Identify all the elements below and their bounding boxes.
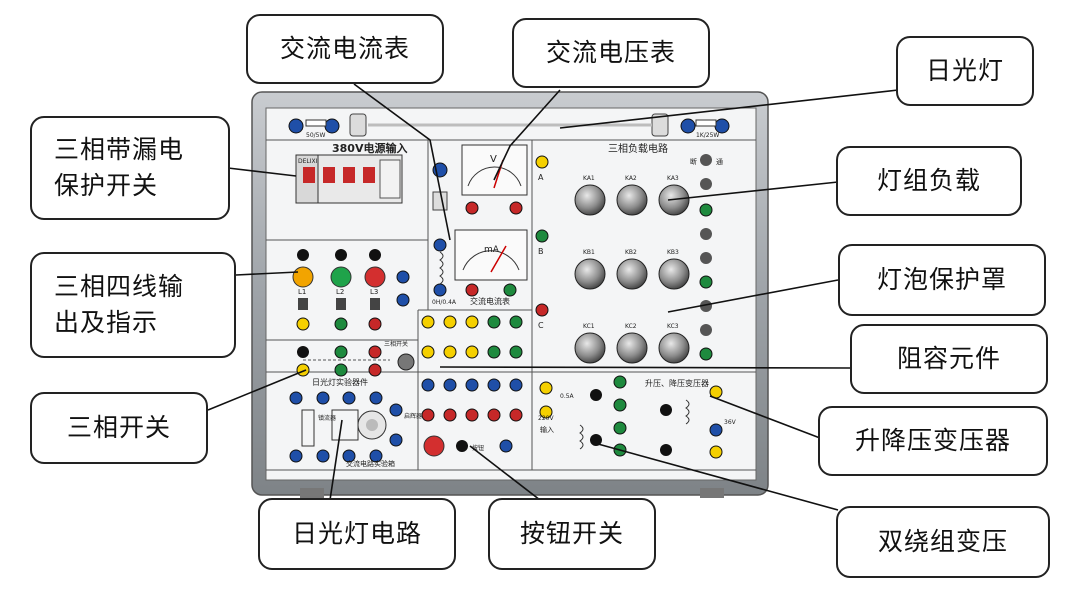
phase-terminal bbox=[535, 155, 549, 169]
lamp-label: KC2 bbox=[625, 323, 637, 330]
phase-label: C bbox=[538, 321, 544, 330]
phase-label: B bbox=[538, 247, 544, 256]
input-label: 输入 bbox=[540, 425, 554, 434]
ammeter-unit: mA bbox=[484, 245, 500, 255]
fluor-ballast: 镇流器 bbox=[318, 414, 336, 422]
push-button: 按钮 bbox=[423, 435, 513, 457]
lamp-bulb-guard bbox=[574, 258, 606, 290]
callout-push-button-text: 按钮开关 bbox=[519, 518, 624, 548]
panel-name: 交流电路实验箱 bbox=[346, 459, 395, 468]
phase-terminal bbox=[535, 229, 549, 243]
callout-dual-winding-text: 双绕组变压 bbox=[877, 526, 1008, 556]
ammeter-title: 交流电流表 bbox=[470, 296, 510, 306]
inductor: 0H/0.4A bbox=[432, 238, 457, 306]
lamp-bulb-guard bbox=[616, 184, 648, 216]
load-title: 三相负载电路 bbox=[608, 142, 668, 155]
lamp-label: KC3 bbox=[667, 323, 679, 330]
callout-step-transformer: 升降压变压器 bbox=[818, 406, 1048, 476]
fluorescent-circuit: 镇流器 启辉器 bbox=[289, 391, 422, 463]
lamp-label: KA2 bbox=[625, 175, 637, 182]
lamp-label: KA3 bbox=[667, 175, 679, 182]
top-left-rating: 50/5W bbox=[306, 132, 325, 139]
inductor-rating: 0H/0.4A bbox=[432, 299, 457, 306]
callout-ac-voltmeter: 交流电压表 bbox=[512, 18, 710, 88]
lamp-bulb-guard bbox=[574, 184, 606, 216]
callout-push-button: 按钮开关 bbox=[488, 498, 656, 570]
fluor-title: 日光灯实验器件 bbox=[312, 377, 368, 387]
power-input-title: 380V电源输入 bbox=[332, 141, 407, 155]
callout-leakage-breaker: 三相带漏电 保护开关 bbox=[30, 116, 230, 220]
lamp-label: KB3 bbox=[667, 249, 679, 256]
switch-off-label: 断 bbox=[690, 157, 697, 166]
callout-fluor-circuit-text: 日光灯电路 bbox=[291, 518, 422, 548]
lamp-label: KB1 bbox=[583, 249, 595, 256]
a05-label: 0.5A bbox=[560, 393, 575, 400]
callout-three-phase-output-line1: 三相四线输 bbox=[54, 271, 185, 301]
lamp-bulb-guard bbox=[658, 332, 690, 364]
rc-components bbox=[421, 315, 523, 422]
callout-bulb-guard-text: 灯泡保护罩 bbox=[876, 264, 1007, 294]
callout-ac-voltmeter-text: 交流电压表 bbox=[545, 37, 676, 67]
phase-label: A bbox=[538, 173, 544, 182]
lamp-label: KA1 bbox=[583, 175, 595, 182]
leader-lines bbox=[207, 83, 899, 511]
callout-three-phase-output: 三相四线输 出及指示 bbox=[30, 252, 236, 358]
top-right-rating: 1K/25W bbox=[696, 132, 719, 139]
v36-label: 36V bbox=[724, 419, 737, 426]
callout-three-phase-switch-text: 三相开关 bbox=[66, 412, 171, 442]
callout-three-phase-output-line2: 出及指示 bbox=[54, 308, 159, 337]
transformer-title: 升压、降压变压器 bbox=[645, 378, 709, 388]
lamp-bulb-guard bbox=[616, 332, 648, 364]
three-phase-switch-label: 三相开关 bbox=[384, 340, 408, 348]
transformers: 输入 220V 0.5A 36V bbox=[538, 375, 737, 459]
breaker-brand: DELIXI bbox=[298, 158, 318, 165]
phase-terminal bbox=[535, 303, 549, 317]
callout-rc-components: 阻容元件 bbox=[850, 324, 1048, 394]
lamp-bulb-guard bbox=[574, 332, 606, 364]
phase-l1: L1 bbox=[298, 288, 306, 296]
three-phase-switch: 三相开关 bbox=[296, 340, 415, 377]
switch-on-label: 通 bbox=[716, 157, 723, 166]
callout-step-transformer-text: 升降压变压器 bbox=[854, 425, 1011, 455]
top-right-terminals: 1K/25W bbox=[680, 118, 730, 139]
callout-rc-components-text: 阻容元件 bbox=[896, 343, 1001, 373]
callout-dual-winding: 双绕组变压 bbox=[836, 506, 1050, 578]
callout-ac-ammeter-text: 交流电流表 bbox=[279, 33, 410, 63]
v220-label: 220V bbox=[538, 415, 554, 422]
phase-l3: L3 bbox=[370, 288, 378, 296]
callout-lamp-load: 灯组负载 bbox=[836, 146, 1022, 216]
callout-fluorescent-lamp: 日光灯 bbox=[896, 36, 1034, 106]
callout-leakage-breaker-line1: 三相带漏电 bbox=[54, 134, 185, 164]
load-switches: 断 通 bbox=[690, 154, 723, 361]
phase-l2: L2 bbox=[336, 288, 344, 296]
callout-fluorescent-lamp-text: 日光灯 bbox=[925, 55, 1004, 85]
callout-ac-ammeter: 交流电流表 bbox=[246, 14, 444, 84]
callout-fluor-circuit: 日光灯电路 bbox=[258, 498, 456, 570]
top-left-terminals: 50/5W bbox=[288, 118, 340, 139]
callout-three-phase-switch: 三相开关 bbox=[30, 392, 208, 464]
leakage-breaker: DELIXI bbox=[295, 154, 403, 204]
voltmeter-unit: V bbox=[490, 154, 497, 165]
lamp-label: KB2 bbox=[625, 249, 637, 256]
lamp-bulb-guard bbox=[616, 258, 648, 290]
lamp-bulb-guard bbox=[658, 258, 690, 290]
tube-clamp-left bbox=[349, 113, 367, 137]
lamp-label: KC1 bbox=[583, 323, 595, 330]
fluor-starter: 启辉器 bbox=[404, 412, 422, 420]
ac-ammeter: mA 交流电流表 bbox=[454, 229, 528, 306]
callout-leakage-breaker-line2: 保护开关 bbox=[54, 171, 159, 200]
callout-lamp-load-text: 灯组负载 bbox=[876, 165, 981, 195]
callout-bulb-guard: 灯泡保护罩 bbox=[838, 244, 1046, 316]
button-label: 按钮 bbox=[472, 444, 484, 452]
